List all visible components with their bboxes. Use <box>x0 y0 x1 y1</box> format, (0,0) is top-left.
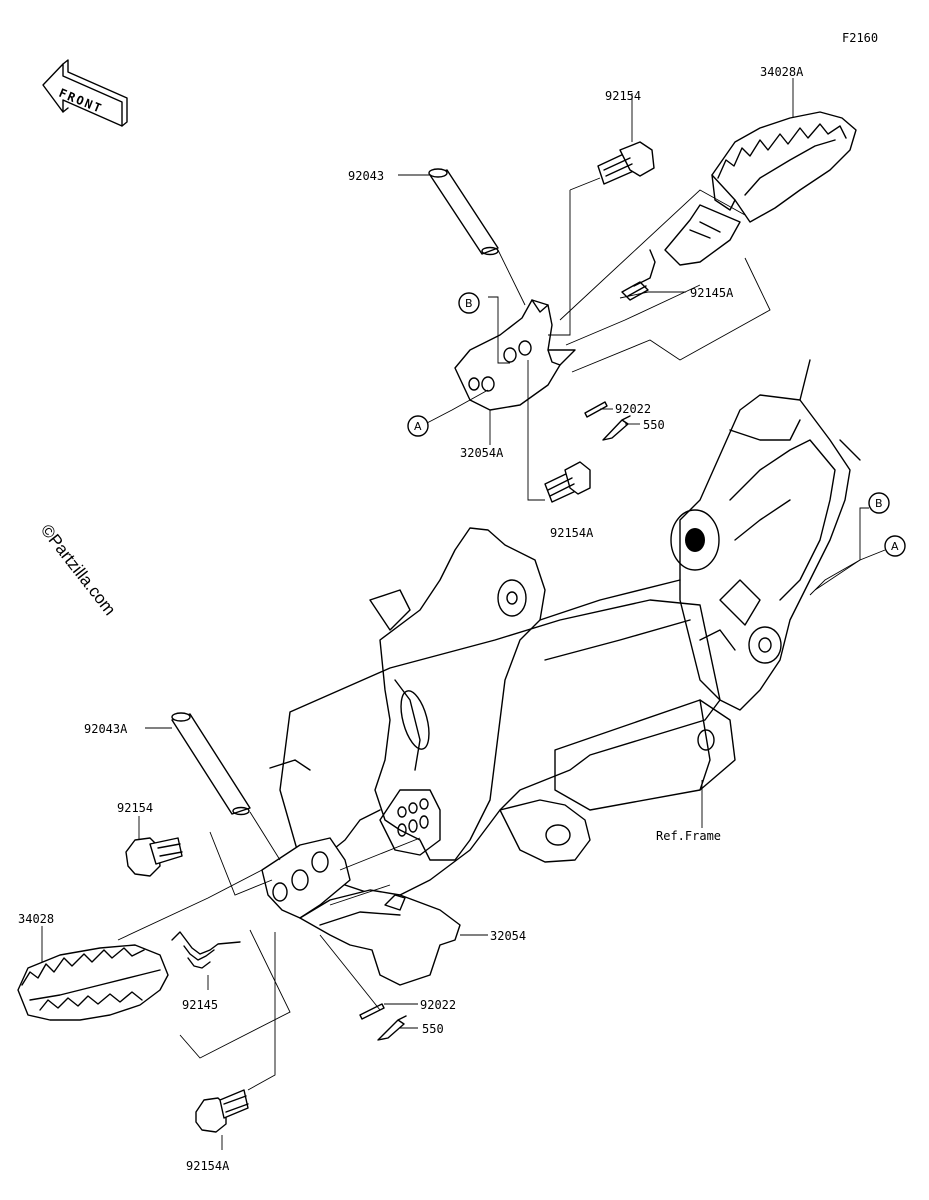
callout-a-upper: A <box>407 415 429 437</box>
diagram-code: F2160 <box>842 31 878 45</box>
label-550-upper: 550 <box>643 418 665 432</box>
label-92145A: 92145A <box>690 286 734 300</box>
svg-text:A: A <box>891 540 899 553</box>
footpeg-upper <box>664 111 857 266</box>
cotter-pin-upper <box>602 415 631 441</box>
footpeg-lower <box>17 944 169 1021</box>
lower-leaders <box>41 727 703 1150</box>
cotter-pin-lower <box>377 1015 407 1041</box>
svg-text:B: B <box>465 297 473 310</box>
washer-upper <box>584 401 608 418</box>
bracket-lower <box>261 837 461 986</box>
label-34028: 34028 <box>18 912 54 926</box>
bolt-upper-lower <box>544 461 591 503</box>
pin-lower <box>171 712 251 816</box>
label-34028A: 34028A <box>760 65 804 79</box>
frame <box>269 359 861 901</box>
svg-text:A: A <box>414 420 422 433</box>
label-32054: 32054 <box>490 929 526 943</box>
watermark: ©Partzilla.com <box>37 521 120 619</box>
label-ref-frame: Ref.Frame <box>656 829 721 843</box>
label-92022-upper: 92022 <box>615 402 651 416</box>
callout-a-frame: A <box>884 535 906 557</box>
front-arrow-icon: FRONT <box>42 59 128 127</box>
washer-lower <box>359 1003 385 1020</box>
pin-upper <box>428 168 499 256</box>
label-550-lower: 550 <box>422 1022 444 1036</box>
upper-leaders <box>398 78 794 501</box>
label-32054A: 32054A <box>460 446 504 460</box>
part-labels: 34028A 92154 92043 92145A 92022 550 3205… <box>18 65 804 1173</box>
bolt-lower-bottom <box>195 1089 249 1133</box>
label-92154A-upper: 92154A <box>550 526 594 540</box>
bolt-upper <box>597 141 655 185</box>
label-92043A: 92043A <box>84 722 128 736</box>
spring-lower <box>171 931 241 969</box>
callout-b-frame: B <box>868 492 890 514</box>
label-92043: 92043 <box>348 169 384 183</box>
svg-text:B: B <box>875 497 883 510</box>
label-92154-lower: 92154 <box>117 801 153 815</box>
callout-b-upper: B <box>458 292 480 314</box>
bracket-upper <box>454 299 576 411</box>
bolt-lower <box>125 837 183 877</box>
label-92022-lower: 92022 <box>420 998 456 1012</box>
label-92145: 92145 <box>182 998 218 1012</box>
spring-upper <box>621 249 656 301</box>
label-92154A-lower: 92154A <box>186 1159 230 1173</box>
label-92154-upper: 92154 <box>605 89 641 103</box>
